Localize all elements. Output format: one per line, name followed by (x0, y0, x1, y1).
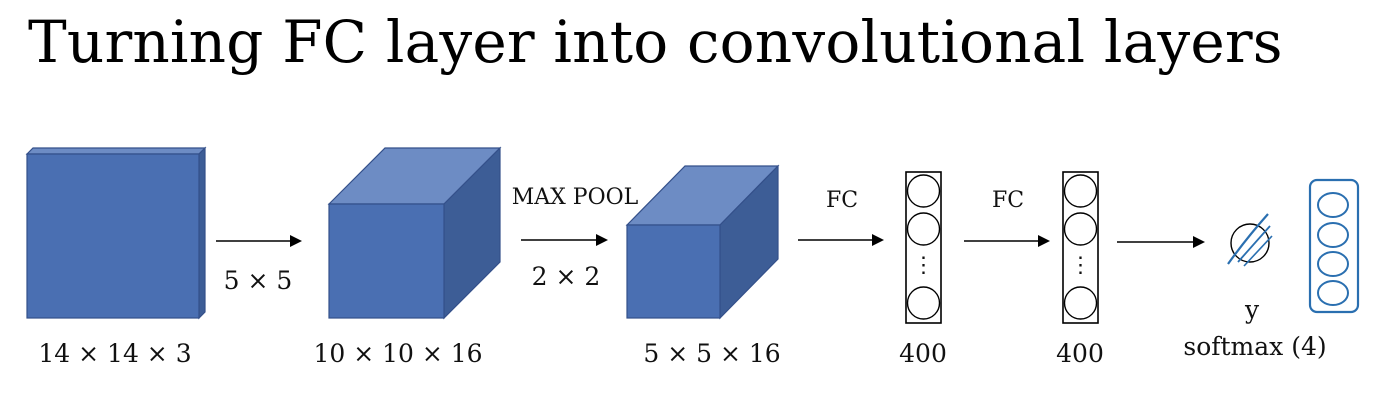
conv1-volume (327, 146, 502, 320)
handwritten-scribble (1227, 213, 1269, 265)
handwritten-softmax-column (1308, 178, 1360, 314)
input-volume-dims: 14 × 14 × 3 (38, 339, 191, 368)
fc1-neuron (906, 286, 941, 320)
maxpool-size: 2 × 2 (532, 262, 601, 291)
handwritten-softmax-unit (1317, 222, 1349, 248)
fc2-dims: 400 (1056, 339, 1104, 368)
conv1-volume-front (328, 203, 445, 319)
pool1-volume-front (626, 224, 721, 319)
handwritten-scribble (1243, 235, 1273, 267)
input-volume-top (25, 147, 207, 155)
conv1-volume-dims: 10 × 10 × 16 (313, 339, 482, 368)
slide-title: Turning FC layer into convolutional laye… (28, 8, 1283, 76)
input-volume-front (26, 153, 200, 319)
input-volume (25, 146, 207, 320)
crossed-out-y-node (1227, 213, 1273, 267)
fc1-neuron (906, 212, 941, 246)
maxpool-label: MAX POOL (512, 185, 639, 210)
fc1-neuron (906, 174, 941, 208)
fc-a-label: FC (826, 188, 858, 213)
output-node-circle (1230, 223, 1270, 263)
fc2-layer: ⋮ (1062, 171, 1099, 324)
fc2-neuron (1063, 286, 1098, 320)
pool1-volume-dims: 5 × 5 × 16 (643, 339, 780, 368)
conv-filter-size: 5 × 5 (224, 266, 293, 295)
softmax-label: softmax (4) (1183, 332, 1326, 361)
pool1-volume (625, 164, 780, 320)
handwritten-softmax-unit (1317, 192, 1349, 218)
fc-b-label: FC (992, 188, 1024, 213)
handwritten-softmax-unit (1317, 251, 1349, 277)
fc1-dims: 400 (899, 339, 947, 368)
input-volume-side (198, 146, 206, 320)
fc1-ellipsis: ⋮ (913, 253, 935, 278)
handwritten-softmax-box (1308, 178, 1360, 314)
handwritten-softmax-unit (1317, 280, 1349, 306)
handwritten-scribble (1237, 225, 1271, 263)
fc2-ellipsis: ⋮ (1070, 253, 1092, 278)
fc2-neuron (1063, 174, 1098, 208)
fc2-neuron (1063, 212, 1098, 246)
output-y-label: y (1244, 295, 1260, 324)
fc1-layer: ⋮ (905, 171, 942, 324)
